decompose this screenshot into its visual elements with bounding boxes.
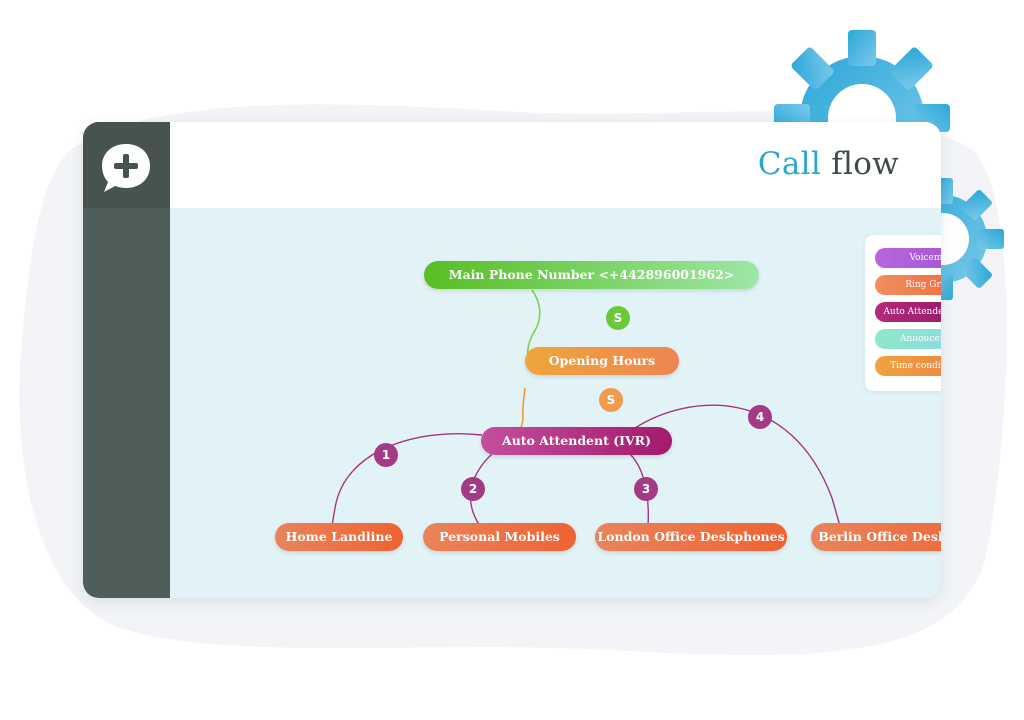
plus-bubble-icon[interactable] [100,142,152,194]
personal-mobiles-node[interactable]: Personal Mobiles [423,523,576,551]
legend-item-voicemail: Voicemail [875,248,941,268]
app-window: Call flow Main Phone Number <+4428960019… [83,122,941,598]
header-bar: Call flow [170,122,941,208]
connector-option-1 [331,432,483,527]
legend-item-time-conditioning: Time conditioning [875,356,941,376]
option-badge-3: 3 [634,477,658,501]
sidebar [83,122,170,598]
legend-item-auto-attendent: Auto Attendent (IVR) [875,302,941,322]
logo-area[interactable] [83,122,170,208]
page-title: Call flow [758,146,899,182]
option-badge-4: 4 [748,405,772,429]
step-badge-1: S [606,306,630,330]
legend-panel: Voicemail Ring Group Auto Attendent (IVR… [865,235,941,391]
page-title-first-word: Call [757,146,822,182]
page-title-rest: flow [831,146,899,182]
connector-opening-to-auto [521,387,526,421]
main-phone-number-node[interactable]: Main Phone Number <+442896001962> [424,261,759,289]
legend-item-ring-group: Ring Group [875,275,941,295]
step-badge-2: S [599,388,623,412]
home-landline-node[interactable]: Home Landline [275,523,403,551]
london-office-deskphones-node[interactable]: London Office Deskphones [595,523,787,551]
opening-hours-node[interactable]: Opening Hours [525,347,679,375]
connector-option-4 [634,404,841,527]
berlin-office-deskphones-node[interactable]: Berlin Office Deskphones [811,523,941,551]
auto-attendant-node[interactable]: Auto Attendent (IVR) [481,427,672,455]
option-badge-1: 1 [374,443,398,467]
call-flow-canvas: Main Phone Number <+442896001962> S Open… [170,208,941,598]
option-badge-2: 2 [461,477,485,501]
legend-item-annoucement: Annoucement [875,329,941,349]
